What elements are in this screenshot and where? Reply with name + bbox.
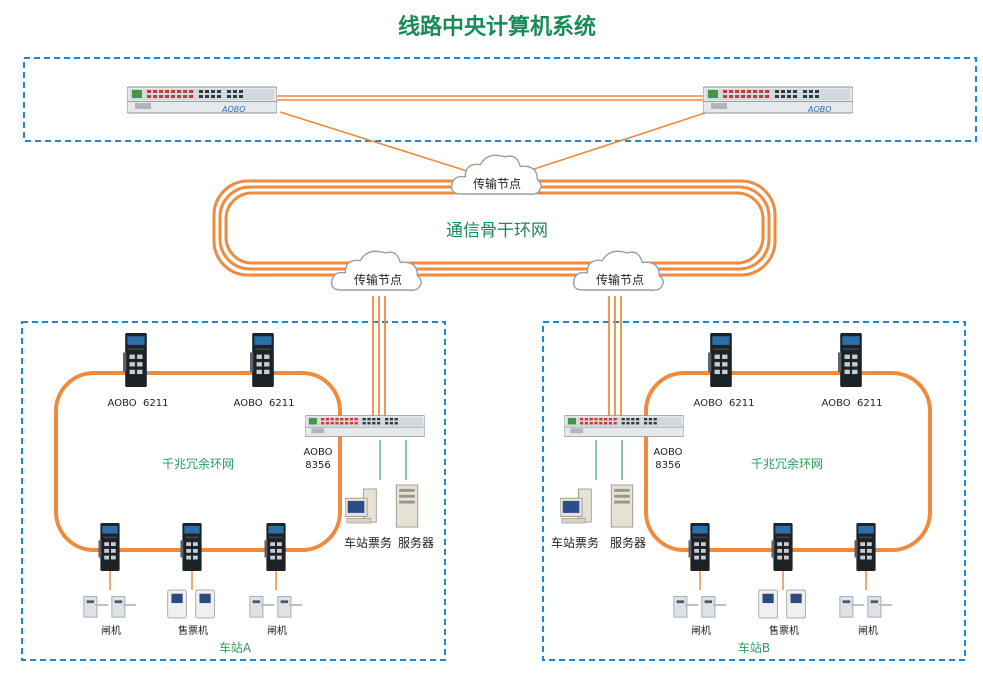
transmission-node-right: 传输节点 <box>572 250 664 292</box>
core-switch-a-model: AOBO <box>303 447 332 458</box>
station-b-ring-label: 千兆冗余环网 <box>751 456 823 471</box>
gate-a1 <box>83 596 137 618</box>
switch-6211-a1 <box>123 333 147 387</box>
station-b-frame <box>542 321 966 661</box>
station-drop-lines <box>372 296 622 420</box>
gate-b1-label: 闸机 <box>691 624 711 637</box>
diagram-title: 线路中央计算机系统 <box>398 14 596 40</box>
ring-switch-b2 <box>771 523 793 571</box>
transmission-node-top: 传输节点 <box>450 154 542 196</box>
switch-6211-b1 <box>708 333 732 387</box>
switch-6211-b2-label: AOBO 6211 <box>822 398 883 409</box>
transmission-node-left: 传输节点 <box>330 250 422 292</box>
ticket-office-a-label: 车站票务 <box>344 535 392 550</box>
node-left-label: 传输节点 <box>354 272 402 287</box>
ring-switch-a2 <box>180 523 202 571</box>
core-switch-a-number: 8356 <box>305 460 330 471</box>
switch-6211-b1-label: AOBO 6211 <box>694 398 755 409</box>
node-top-label: 传输节点 <box>473 176 521 191</box>
server-a-label: 服务器 <box>398 535 434 550</box>
central-system-frame <box>23 57 977 142</box>
station-b: AOBO 6211 AOBO 6211 千兆冗余环网 AOBO 8356 车站票… <box>551 333 932 655</box>
station-a-frame <box>21 321 446 661</box>
ticket-machine-b <box>758 589 806 619</box>
gate-a2 <box>249 596 303 618</box>
station-a: AOBO 6211 AOBO 6211 千兆冗余环网 AOBO 8356 车站票… <box>54 333 434 655</box>
core-switch-b <box>564 415 684 437</box>
central-switch-left-brand: AOBO <box>221 105 246 114</box>
ticket-machine-a <box>167 589 215 619</box>
server-b <box>610 484 634 528</box>
ticket-machine-a-label: 售票机 <box>178 624 208 637</box>
central-links <box>275 95 709 173</box>
switch-6211-a1-label: AOBO 6211 <box>108 398 169 409</box>
station-a-ring-label: 千兆冗余环网 <box>162 456 234 471</box>
ticket-office-pc-a <box>345 488 377 524</box>
server-b-label: 服务器 <box>610 535 646 550</box>
central-switch-right-brand: AOBO <box>807 105 832 114</box>
switch-6211-a2 <box>250 333 274 387</box>
ring-switch-b1 <box>688 523 710 571</box>
switch-6211-a2-label: AOBO 6211 <box>234 398 295 409</box>
core-switch-b-number: 8356 <box>655 460 680 471</box>
gate-a1-label: 闸机 <box>101 624 121 637</box>
gate-b1 <box>673 596 727 618</box>
gate-b2-label: 闸机 <box>858 624 878 637</box>
core-switch-b-model: AOBO <box>653 447 682 458</box>
ticket-office-b-label: 车站票务 <box>551 535 599 550</box>
backbone-label: 通信骨干环网 <box>446 221 548 241</box>
ring-switch-a1 <box>98 523 120 571</box>
core-switch-a <box>305 415 425 437</box>
ticket-machine-b-label: 售票机 <box>769 624 799 637</box>
station-b-name: 车站B <box>738 640 770 655</box>
switch-6211-b2 <box>838 333 862 387</box>
server-a <box>395 484 419 528</box>
ring-switch-b3 <box>854 523 876 571</box>
central-switch-left <box>127 86 277 114</box>
gate-b2 <box>839 596 893 618</box>
ticket-office-pc-b <box>560 488 592 524</box>
station-a-name: 车站A <box>219 640 252 655</box>
node-right-label: 传输节点 <box>596 272 644 287</box>
ring-switch-a3 <box>264 523 286 571</box>
gate-a2-label: 闸机 <box>267 624 287 637</box>
